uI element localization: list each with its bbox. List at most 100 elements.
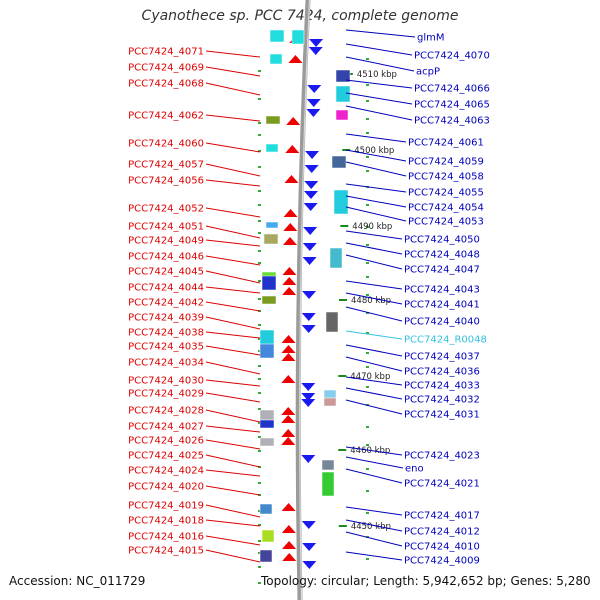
right-gene-label[interactable]: PCC7424_4070 (414, 51, 490, 62)
right-gene-label[interactable]: PCC7424_4054 (408, 203, 484, 214)
reverse-gene-arrow[interactable] (303, 203, 318, 211)
forward-gene-arrow[interactable] (281, 375, 296, 383)
right-gene-label[interactable]: PCC7424_4023 (404, 451, 480, 462)
forward-gene-arrow[interactable] (281, 407, 296, 415)
gene-feature-box[interactable] (259, 503, 273, 515)
gene-feature-box[interactable] (259, 419, 275, 429)
right-gene-label[interactable]: PCC7424_4017 (404, 511, 480, 522)
reverse-gene-arrow[interactable] (305, 151, 320, 159)
reverse-gene-arrow[interactable] (304, 165, 319, 173)
left-gene-label[interactable]: PCC7424_4068 (128, 79, 204, 90)
right-gene-label[interactable]: PCC7424_4066 (414, 84, 490, 95)
gene-feature-box[interactable] (331, 155, 347, 169)
reverse-gene-arrow[interactable] (308, 47, 323, 55)
reverse-gene-arrow[interactable] (301, 383, 316, 391)
reverse-gene-arrow[interactable] (303, 191, 318, 199)
right-gene-label[interactable]: PCC7424_4031 (404, 410, 480, 421)
forward-gene-arrow[interactable] (288, 55, 303, 63)
left-gene-label[interactable]: PCC7424_4025 (128, 451, 204, 462)
right-gene-label[interactable]: PCC7424_4059 (408, 157, 484, 168)
left-gene-label[interactable]: PCC7424_4046 (128, 252, 204, 263)
forward-gene-arrow[interactable] (281, 429, 296, 437)
left-gene-label[interactable]: PCC7424_4016 (128, 532, 204, 543)
left-gene-label[interactable]: PCC7424_4060 (128, 139, 204, 150)
right-gene-label[interactable]: acpP (416, 67, 440, 78)
left-gene-label[interactable]: PCC7424_4019 (128, 501, 204, 512)
reverse-gene-arrow[interactable] (304, 181, 319, 189)
right-gene-label[interactable]: glmM (417, 33, 445, 44)
forward-gene-arrow[interactable] (281, 437, 296, 445)
gene-feature-box[interactable] (333, 189, 349, 215)
right-gene-label[interactable]: PCC7424_4037 (404, 352, 480, 363)
gene-feature-box[interactable] (291, 29, 305, 45)
right-gene-label[interactable]: PCC7424_4041 (404, 300, 480, 311)
gene-feature-box[interactable] (329, 247, 343, 269)
right-gene-label[interactable]: PCC7424_4048 (404, 250, 480, 261)
gene-feature-box[interactable] (265, 221, 279, 229)
right-gene-label[interactable]: PCC7424_4010 (404, 542, 480, 553)
right-gene-label[interactable]: eno (405, 464, 424, 475)
forward-gene-arrow[interactable] (282, 541, 297, 549)
left-gene-label[interactable]: PCC7424_4029 (128, 389, 204, 400)
right-gene-label[interactable]: PCC7424_4040 (404, 317, 480, 328)
reverse-gene-arrow[interactable] (303, 227, 318, 235)
gene-feature-box[interactable] (261, 295, 277, 305)
forward-gene-arrow[interactable] (286, 117, 301, 125)
left-gene-label[interactable]: PCC7424_4056 (128, 176, 204, 187)
rna-gene-label[interactable]: PCC7424_R0048 (404, 335, 487, 346)
gene-feature-box[interactable] (265, 143, 279, 153)
left-gene-label[interactable]: PCC7424_4026 (128, 436, 204, 447)
forward-gene-arrow[interactable] (281, 415, 296, 423)
forward-gene-arrow[interactable] (282, 267, 297, 275)
right-gene-label[interactable]: PCC7424_4053 (408, 217, 484, 228)
right-gene-label[interactable]: PCC7424_4055 (408, 188, 484, 199)
right-gene-label[interactable]: PCC7424_4061 (408, 138, 484, 149)
reverse-gene-arrow[interactable] (301, 393, 316, 401)
forward-gene-arrow[interactable] (282, 553, 297, 561)
gene-feature-box[interactable] (335, 85, 351, 103)
left-gene-label[interactable]: PCC7424_4038 (128, 328, 204, 339)
left-gene-label[interactable]: PCC7424_4028 (128, 406, 204, 417)
gene-feature-box[interactable] (259, 549, 273, 563)
forward-gene-arrow[interactable] (281, 353, 296, 361)
gene-feature-box[interactable] (323, 397, 337, 407)
left-gene-label[interactable]: PCC7424_4015 (128, 546, 204, 557)
right-gene-label[interactable]: PCC7424_4050 (404, 235, 480, 246)
left-gene-label[interactable]: PCC7424_4042 (128, 298, 204, 309)
gene-feature-box[interactable] (335, 69, 351, 83)
left-gene-label[interactable]: PCC7424_4069 (128, 63, 204, 74)
gene-feature-box[interactable] (263, 233, 279, 245)
forward-gene-arrow[interactable] (283, 209, 298, 217)
left-gene-label[interactable]: PCC7424_4045 (128, 267, 204, 278)
left-gene-label[interactable]: PCC7424_4034 (128, 358, 204, 369)
right-gene-label[interactable]: PCC7424_4036 (404, 367, 480, 378)
left-gene-label[interactable]: PCC7424_4030 (128, 376, 204, 387)
reverse-gene-arrow[interactable] (306, 109, 321, 117)
right-gene-label[interactable]: PCC7424_4065 (414, 100, 490, 111)
forward-gene-arrow[interactable] (283, 237, 297, 245)
gene-feature-box[interactable] (265, 115, 281, 125)
gene-feature-box[interactable] (323, 389, 337, 399)
reverse-gene-arrow[interactable] (301, 521, 316, 529)
right-gene-label[interactable]: PCC7424_4021 (404, 479, 480, 490)
gene-feature-box[interactable] (325, 311, 339, 333)
gene-feature-box[interactable] (269, 53, 283, 65)
forward-gene-arrow[interactable] (282, 277, 297, 285)
left-gene-label[interactable]: PCC7424_4051 (128, 222, 204, 233)
left-gene-label[interactable]: PCC7424_4018 (128, 516, 204, 527)
gene-feature-box[interactable] (261, 271, 277, 277)
gene-feature-box[interactable] (335, 109, 349, 121)
forward-gene-arrow[interactable] (281, 525, 296, 533)
reverse-gene-arrow[interactable] (302, 291, 317, 299)
gene-feature-box[interactable] (321, 471, 335, 497)
gene-feature-box[interactable] (269, 29, 285, 43)
reverse-gene-arrow[interactable] (301, 325, 316, 333)
forward-gene-arrow[interactable] (281, 335, 296, 343)
reverse-gene-arrow[interactable] (309, 39, 324, 47)
right-gene-label[interactable]: PCC7424_4063 (414, 116, 490, 127)
right-gene-label[interactable]: PCC7424_4043 (404, 285, 480, 296)
right-gene-label[interactable]: PCC7424_4058 (408, 172, 484, 183)
left-gene-label[interactable]: PCC7424_4071 (128, 47, 204, 58)
right-gene-label[interactable]: PCC7424_4009 (404, 556, 480, 567)
